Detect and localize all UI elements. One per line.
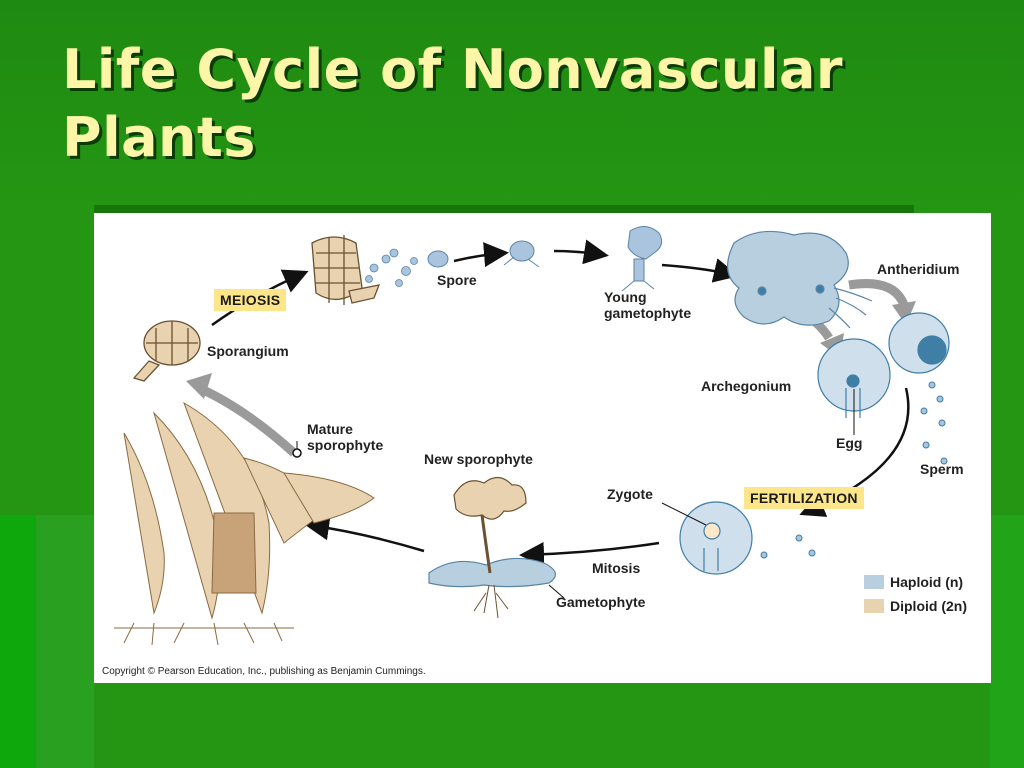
released-spores [365, 248, 418, 287]
arrow-germinating-to-young [553, 239, 609, 265]
arrowhead-grey-1 [186, 373, 212, 399]
label-zygote: Zygote [607, 486, 653, 502]
new-sporophyte-gametophyte-base [428, 557, 556, 588]
label-new-sporophyte: New sporophyte [424, 451, 533, 467]
arrow-zygote-to-new-sporophyte [519, 541, 660, 567]
arrow-mature-to-sporangium [197, 383, 298, 457]
fern-roots [114, 622, 294, 646]
legend-diploid-label: Diploid (2n) [890, 598, 967, 614]
label-gametophyte: Gametophyte [556, 594, 646, 610]
rhizoids [828, 287, 873, 329]
legend-haploid-swatch [864, 575, 884, 589]
arrow-spore-to-germinating [453, 242, 509, 268]
background-block-left [0, 515, 36, 768]
label-egg: Egg [836, 435, 863, 451]
label-mitosis: Mitosis [592, 560, 641, 576]
sperm [920, 381, 948, 465]
arrow-gametophyte-to-antheridium [848, 279, 909, 307]
label-young-gametophyte-1: Young [604, 289, 647, 305]
label-mature-sporophyte-1: Mature [307, 421, 353, 437]
sporangium [132, 320, 201, 382]
label-mature-sporophyte-2: sporophyte [307, 437, 384, 453]
mature-sporophyte [123, 401, 375, 620]
leader-zygote [661, 502, 707, 526]
figure-shadow [94, 205, 914, 215]
arrowhead-grey-3 [892, 301, 916, 325]
gametophyte-rhizoids [473, 584, 509, 619]
sperm-near-zygote [760, 534, 816, 559]
slide-title: Life Cycle of Nonvascular Plants [62, 38, 844, 169]
open-capsule [311, 235, 381, 305]
arrow-young-to-gametophyte [661, 258, 739, 283]
meiosis-box: MEIOSIS [214, 289, 287, 311]
copyright-notice: Copyright © Pearson Education, Inc., pub… [102, 666, 426, 677]
archegonium [817, 338, 891, 418]
germinating-spore [503, 240, 540, 268]
leader-gametophyte [548, 584, 565, 599]
background-block-right [990, 515, 1024, 768]
young-gametophyte [621, 226, 663, 292]
arrow-gametophyte-to-mature [304, 515, 425, 553]
legend-diploid-swatch [864, 599, 884, 613]
mature-sporophyte-pointer [292, 448, 302, 458]
gametophyte-thallus [727, 230, 849, 326]
background-top [0, 0, 1024, 210]
label-spore: Spore [437, 272, 477, 288]
zygote-archegonium [679, 501, 753, 575]
label-sporangium: Sporangium [207, 343, 289, 359]
life-cycle-diagram: MEIOSIS FERTILIZATION Sporangium Spore Y… [94, 213, 991, 683]
label-sperm: Sperm [920, 461, 964, 477]
label-young-gametophyte-2: gametophyte [604, 305, 692, 321]
legend-haploid-label: Haploid (n) [890, 574, 964, 590]
label-antheridium: Antheridium [877, 261, 960, 277]
diagram-artwork [114, 226, 950, 646]
new-sporophyte [453, 476, 527, 574]
label-archegonium: Archegonium [701, 378, 792, 394]
fertilization-box: FERTILIZATION [744, 487, 864, 509]
antheridium [888, 312, 950, 374]
background-block-left-inner [36, 515, 94, 768]
spore [427, 250, 449, 268]
